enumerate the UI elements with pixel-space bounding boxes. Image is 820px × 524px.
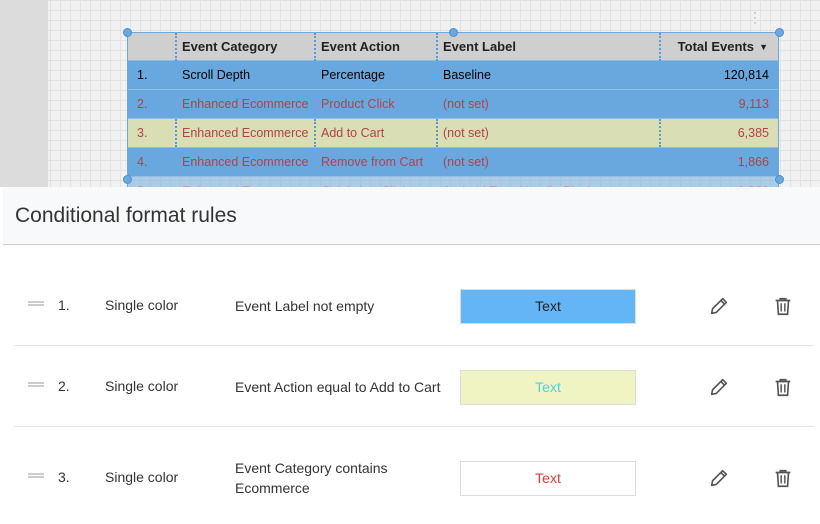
column-divider [175,119,177,147]
data-table[interactable]: Event Category Event Action Event Label … [127,32,779,187]
row-number: 4. [137,155,148,169]
rule-type: Single color [105,297,179,313]
more-options-icon[interactable]: ··· [753,5,757,29]
table-header: Event Category Event Action Event Label … [128,33,778,61]
cell-event-label: Baseline [443,68,491,82]
cell-event-action: Add to Cart [321,126,385,140]
cell-event-category: Scroll Depth [182,68,251,82]
rule-condition: Event Category contains Ecommerce [235,460,388,496]
cell-event-category: Enhanced Ecommerce [182,177,308,187]
table-row[interactable]: 5. Enhanced Ecommerce Quickview Click Andro… [128,177,778,187]
cell-total-events: 1,866 [737,155,769,169]
cell-event-label: (not set) [443,126,489,140]
row-number: 2. [137,97,148,111]
row-number: 3. [137,126,148,140]
header-event-action[interactable]: Event Action [321,39,400,54]
style-preview[interactable]: Text [460,370,636,405]
rule-type: Single color [105,469,179,485]
cell-event-label: (not set) [443,97,489,111]
edit-pencil-icon[interactable] [708,467,730,489]
header-event-label[interactable]: Event Label [443,39,516,54]
cell-event-category: Enhanced Ecommerce [182,155,309,169]
column-divider [314,33,316,61]
cell-event-action: Remove from Cart [321,155,424,169]
header-total-events[interactable]: Total Events [677,39,754,54]
rule-condition: Event Label not empty [235,298,375,314]
panel-title: Conditional format rules [15,204,237,227]
delete-trash-icon[interactable] [772,295,794,317]
rule-number: 3. [58,469,70,485]
style-preview[interactable]: Text [460,289,636,324]
cell-event-label: Android Tone Hoodie Black [443,177,594,187]
delete-trash-icon[interactable] [772,467,794,489]
canvas-left-margin [0,0,48,187]
edit-pencil-icon[interactable] [708,376,730,398]
column-divider [314,119,316,147]
header-event-category[interactable]: Event Category [182,39,278,54]
cell-event-action: Quickview Click [321,177,409,187]
column-divider [436,119,438,147]
sort-desc-icon[interactable]: ▼ [759,42,768,52]
rule-number: 2. [58,378,70,394]
resize-handle[interactable] [123,175,132,184]
format-rule[interactable]: 3. Single color Event Category contains … [14,428,814,524]
panel-header: Conditional format rules [3,187,820,245]
style-preview[interactable]: Text [460,461,636,496]
table-row[interactable]: 2. Enhanced Ecommerce Product Click (not se… [128,90,778,119]
cell-total-events: 1,220 [738,177,769,187]
cell-total-events: 9,113 [738,97,769,111]
format-rule[interactable]: 1. Single color Event Label not empty Te… [14,266,814,346]
delete-trash-icon[interactable] [772,376,794,398]
row-number: 5. [137,177,147,187]
rule-condition: Event Action equal to Add to Cart [235,379,441,395]
cell-event-action: Product Click [321,97,395,111]
column-divider [659,33,661,61]
cell-total-events: 120,814 [723,68,769,82]
resize-handle[interactable] [775,175,784,184]
format-rule[interactable]: 2. Single color Event Action equal to Ad… [14,347,814,427]
row-number: 1. [137,68,148,82]
drag-handle-icon[interactable] [28,301,44,306]
resize-handle[interactable] [123,28,132,37]
drag-handle-icon[interactable] [28,473,44,478]
report-canvas: ··· Event Category Event Action Event La… [0,0,820,187]
cell-total-events: 6,385 [737,126,769,140]
cell-event-action: Percentage [321,68,385,82]
resize-handle[interactable] [775,28,784,37]
resize-handle[interactable] [449,28,458,37]
edit-pencil-icon[interactable] [708,295,730,317]
cell-event-label: (not set) [443,155,489,169]
column-divider [175,33,177,61]
table-row[interactable]: 4. Enhanced Ecommerce Remove from Cart (not… [128,148,778,177]
cell-event-category: Enhanced Ecommerce [182,97,309,111]
table-row[interactable]: 3. Enhanced Ecommerce Add to Cart (not set)… [128,119,778,148]
cell-event-category: Enhanced Ecommerce [182,126,309,140]
column-divider [436,33,438,61]
table-row[interactable]: 1. Scroll Depth Percentage Baseline 120,814 [128,61,778,90]
rule-number: 1. [58,297,70,313]
column-divider [659,119,661,147]
drag-handle-icon[interactable] [28,382,44,387]
rule-type: Single color [105,378,179,394]
